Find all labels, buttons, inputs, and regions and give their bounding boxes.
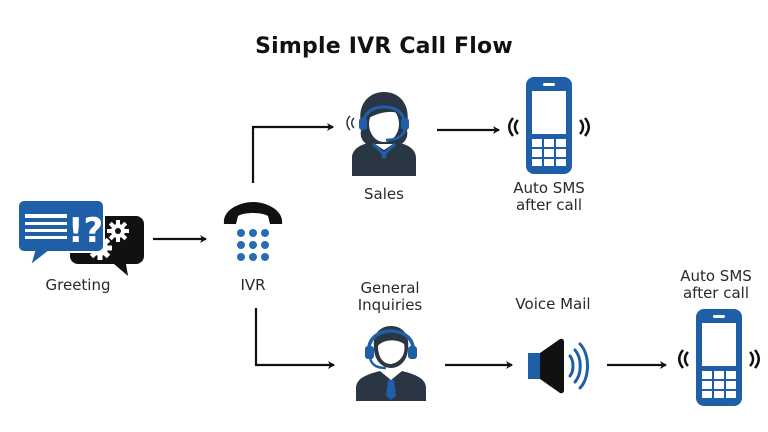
sms-top-label-line1: Auto SMS xyxy=(513,179,585,197)
greeting-label: Greeting xyxy=(45,276,111,294)
sms-bottom-label-line1: Auto SMS xyxy=(680,267,752,285)
sales-label: Sales xyxy=(364,185,404,203)
arrow-ivr-to-sales xyxy=(251,123,334,183)
mobile-phone-ringing-icon xyxy=(508,77,590,174)
svg-text:!?: !? xyxy=(68,211,103,251)
sms-bottom-label: Auto SMS after call xyxy=(664,268,768,302)
telephone-keypad-icon xyxy=(223,202,283,261)
chat-bubbles-gears-icon: !? xyxy=(18,199,144,276)
sms-bottom-label-line2: after call xyxy=(682,284,750,302)
sms-top-label: Auto SMS after call xyxy=(494,180,604,214)
ivr-label: IVR xyxy=(240,276,266,294)
general-inquiries-label: General Inquiries xyxy=(340,280,440,314)
male-agent-headset-icon xyxy=(356,326,426,401)
female-agent-headset-icon xyxy=(346,92,416,176)
voicemail-label: Voice Mail xyxy=(515,295,591,313)
mobile-phone-ringing-icon xyxy=(678,309,760,406)
sms-top-label-line2: after call xyxy=(515,196,583,214)
general-label-line1: General xyxy=(360,279,420,297)
arrow-ivr-to-general xyxy=(254,308,335,369)
diagram-title: Simple IVR Call Flow xyxy=(255,34,513,59)
speaker-icon xyxy=(528,338,589,394)
general-label-line2: Inquiries xyxy=(357,296,423,314)
